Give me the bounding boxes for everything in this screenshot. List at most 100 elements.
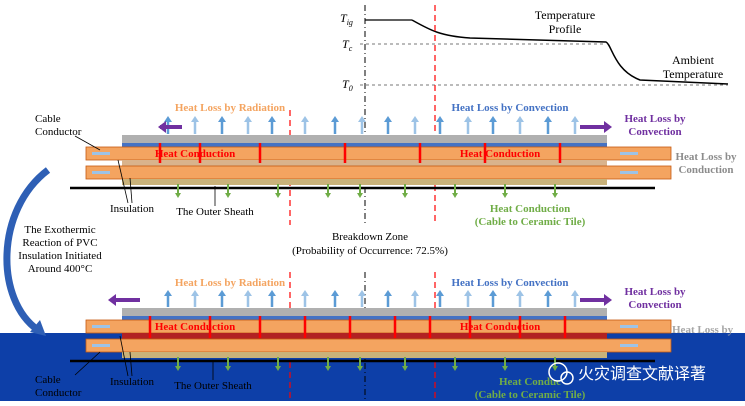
- radiation-arrow-bottom-head: [516, 290, 524, 296]
- heat-conduction-left: Heat Conduction: [155, 148, 235, 160]
- transition-arrowhead: [30, 320, 46, 336]
- heat-conduction-right: Heat Conduction: [460, 148, 540, 160]
- radiation-arrow-head: [516, 116, 524, 122]
- insulation-top: [122, 143, 607, 147]
- radiation-arrow-bottom-head: [164, 290, 172, 296]
- transition-curved-arrow: [3, 167, 51, 333]
- radiation-arrow-bottom-head: [384, 290, 392, 296]
- watermark: 火灾调查文献译著: [548, 362, 706, 385]
- convection-right-label-2: Convection: [628, 126, 681, 138]
- tile-conduction-arrows-bottom: [175, 357, 558, 371]
- tile-conduction-label: Heat Conduction: [490, 203, 570, 215]
- heat-conduction-right-bottom: Heat Conduction: [460, 321, 540, 333]
- radiation-arrow-head: [571, 116, 579, 122]
- reaction-label-1: The Exothermic: [24, 224, 95, 236]
- conductor-bottom-top-panel: [85, 165, 672, 180]
- radiation-arrow-head: [191, 116, 199, 122]
- tile-arrow-bottom-head: [225, 366, 231, 371]
- cable-conductor-label-bottom-2: Conductor: [35, 387, 82, 399]
- tig-label: Tig: [340, 11, 353, 27]
- breakdown-zone-label: Breakdown Zone: [332, 231, 408, 243]
- convection-label: Heat Loss by Convection: [451, 102, 568, 114]
- tile-arrow-bottom-head: [175, 366, 181, 371]
- outer-sheath-top: [122, 135, 607, 143]
- profile-label-2: Profile: [549, 22, 582, 36]
- radiation-arrows: [164, 116, 579, 134]
- radiation-arrow-head: [411, 116, 419, 122]
- bottom-panel: Heat Loss by Radiation Heat Loss by Conv…: [35, 277, 734, 401]
- radiation-arrow-head: [358, 116, 366, 122]
- tile-conduction-label-bottom-2: (Cable to Ceramic Tile): [475, 389, 586, 401]
- tile-arrow-head: [357, 193, 363, 198]
- radiation-arrow-bottom-head: [244, 290, 252, 296]
- profile-label: Temperature: [535, 8, 595, 22]
- conduction-right-label: Heat Loss by: [675, 151, 737, 163]
- tile-arrow-bottom-head: [325, 366, 331, 371]
- radiation-arrow-bottom-head: [358, 290, 366, 296]
- cable-conductor-label: Cable: [35, 113, 61, 125]
- tile-arrow-head: [225, 193, 231, 198]
- radiation-arrow-bottom-head: [301, 290, 309, 296]
- tile-arrow-head: [402, 193, 408, 198]
- convection-right-label: Heat Loss by: [624, 113, 686, 125]
- tile-conduction-label-2: (Cable to Ceramic Tile): [475, 216, 586, 228]
- reaction-label-3: Insulation Initiated: [18, 250, 102, 262]
- profile-curve: [411, 19, 729, 85]
- tile-conduction-arrows: [175, 184, 558, 198]
- radiation-arrow-bottom-head: [489, 290, 497, 296]
- radiation-arrow-head: [218, 116, 226, 122]
- insulation-label: Insulation: [110, 203, 154, 215]
- radiation-arrow-head: [464, 116, 472, 122]
- conduction-right-label-bottom: Heat Loss by: [672, 324, 734, 336]
- left-convection-arrowhead-bottom: [108, 294, 116, 306]
- right-convection-arrowhead-bottom: [604, 294, 612, 306]
- radiation-arrow-head: [301, 116, 309, 122]
- reaction-label-2: Reaction of PVC: [22, 237, 97, 249]
- outer-sheath-label-bottom: The Outer Sheath: [174, 380, 252, 392]
- cable-conductor-label-bottom: Cable: [35, 374, 61, 386]
- convection-right-label-bottom-2: Convection: [628, 299, 681, 311]
- ambient-label-2: Temperature: [663, 67, 723, 81]
- tile-conduction-label-bottom: Heat Conduc: [499, 376, 561, 388]
- breakdown-zone-probability: (Probability of Occurrence: 72.5%): [292, 245, 448, 257]
- cable-conductor-label-2: Conductor: [35, 126, 82, 138]
- sheath-lower-top: [122, 179, 607, 185]
- watermark-text: 火灾调查文献译著: [578, 364, 706, 383]
- tile-arrow-head: [275, 193, 281, 198]
- radiation-arrow-bottom-head: [331, 290, 339, 296]
- radiation-arrow-bottom-head: [411, 290, 419, 296]
- tile-arrow-bottom-head: [502, 366, 508, 371]
- radiation-arrows-bottom: [164, 290, 579, 307]
- tile-arrow-bottom-head: [452, 366, 458, 371]
- radiation-arrow-head: [489, 116, 497, 122]
- radiation-arrow-head: [436, 116, 444, 122]
- tile-arrow-bottom-head: [402, 366, 408, 371]
- tile-arrow-head: [502, 193, 508, 198]
- convection-right-label-bottom: Heat Loss by: [624, 286, 686, 298]
- middle-section: Breakdown Zone (Probability of Occurrenc…: [3, 167, 448, 336]
- radiation-arrow-bottom-head: [464, 290, 472, 296]
- radiation-arrow-bottom-head: [544, 290, 552, 296]
- radiation-arrow-head: [164, 116, 172, 122]
- temperature-profile: Tig Tc T0 Temperature Profile Ambient Te…: [340, 8, 729, 93]
- tile-arrow-bottom-head: [275, 366, 281, 371]
- radiation-arrow-bottom-head: [436, 290, 444, 296]
- ambient-label: Ambient: [672, 53, 715, 67]
- tc-label: Tc: [342, 37, 353, 53]
- degraded-insulation: [122, 333, 607, 339]
- right-convection-arrowhead: [604, 121, 612, 133]
- radiation-label: Heat Loss by Radiation: [175, 102, 285, 114]
- tile-arrow-bottom-head: [552, 366, 558, 371]
- radiation-label-bottom: Heat Loss by Radiation: [175, 277, 285, 289]
- radiation-arrow-bottom-head: [218, 290, 226, 296]
- conduction-right-label-2: Conduction: [678, 164, 733, 176]
- radiation-arrow-bottom-head: [571, 290, 579, 296]
- convection-label-bottom: Heat Loss by Convection: [451, 277, 568, 289]
- tile-arrow-head: [325, 193, 331, 198]
- t0-label: T0: [342, 77, 353, 93]
- reaction-label-4: Around 400°C: [28, 263, 93, 275]
- heat-conduction-left-bottom: Heat Conduction: [155, 321, 235, 333]
- radiation-arrow-bottom-head: [191, 290, 199, 296]
